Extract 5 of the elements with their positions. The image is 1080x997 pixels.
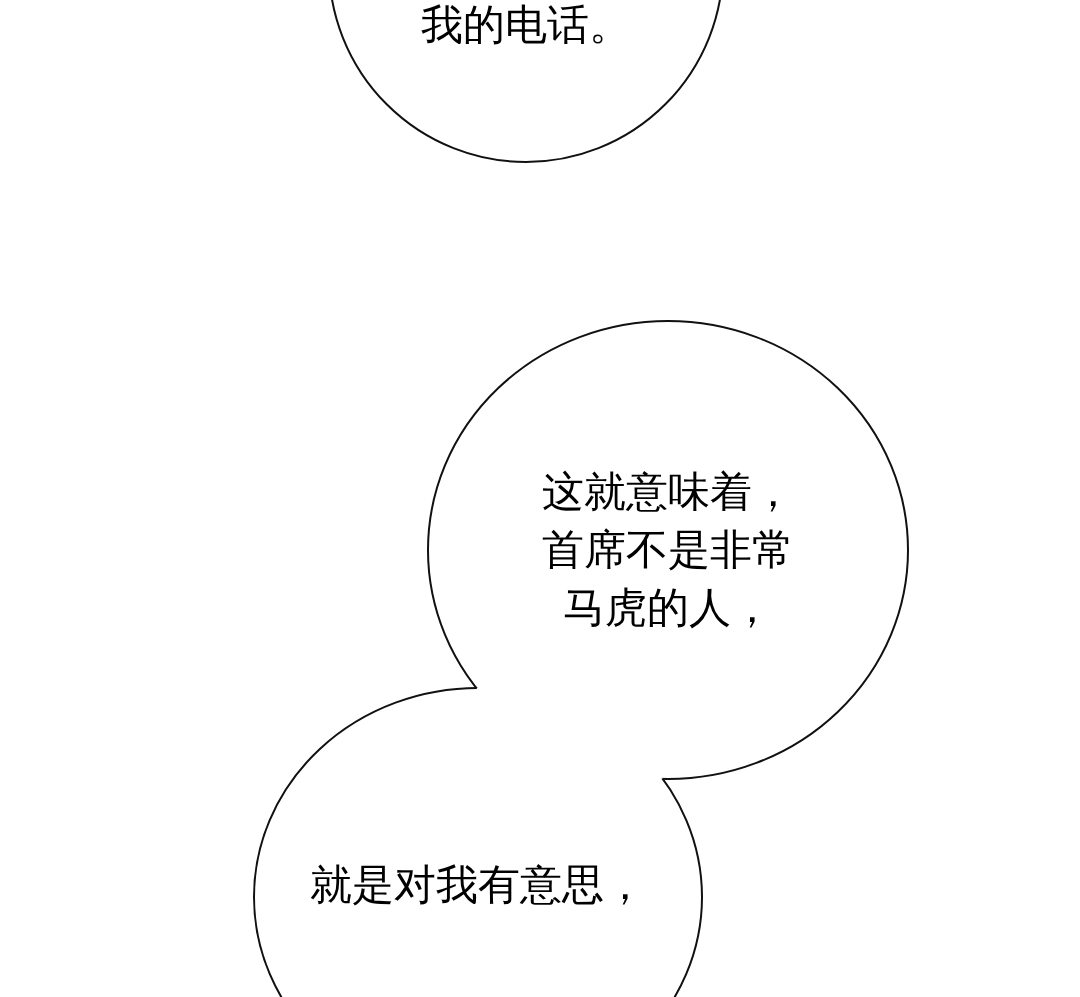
speech-bubble xyxy=(253,687,703,997)
bubble-text: 就是对我有意思， xyxy=(309,859,647,911)
bubble-text: 我的电话。 xyxy=(420,0,632,51)
speech-bubble xyxy=(427,320,909,780)
bubble-text: 这就意味着，首席不是非常马虎的人， xyxy=(541,466,795,634)
